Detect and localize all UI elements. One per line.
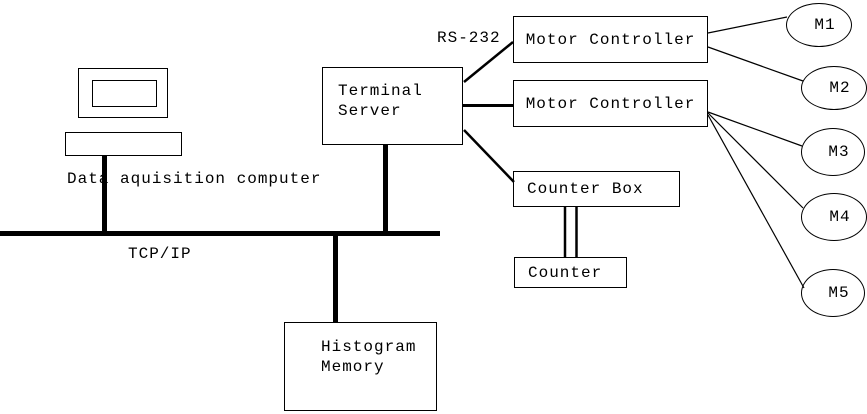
histogram-memory-label-line2: Memory — [321, 358, 385, 376]
counter-box-label: Counter Box — [527, 180, 644, 198]
computer-label: Data aquisition computer — [67, 170, 322, 188]
motor-controller-2-label: Motor Controller — [525, 94, 696, 113]
connector-mc1-to-m2 — [707, 46, 804, 82]
motor-m3-node: M3 — [801, 128, 865, 176]
terminal-server-label-line1: Terminal — [338, 82, 423, 100]
motor-controller-2-box: Motor Controller — [513, 80, 708, 127]
connector-mc2-to-m3 — [707, 111, 803, 147]
motor-m1-label: M1 — [814, 16, 836, 34]
counter-node: Counter — [514, 257, 627, 288]
histogram-memory-box: Histogram Memory — [284, 322, 437, 411]
counter-box-node: Counter Box — [513, 171, 680, 207]
counter-label: Counter — [528, 263, 603, 282]
computer-screen-icon — [92, 80, 157, 107]
histogram-memory-label-line1: Histogram — [321, 338, 417, 356]
motor-m2-label: M2 — [829, 79, 851, 97]
connector-mc2-to-m5 — [707, 114, 805, 289]
motor-m2-node: M2 — [801, 66, 867, 110]
connector-mc2-to-m4 — [707, 112, 804, 209]
connector-terminal-server-to-motor-controller-1 — [463, 41, 514, 83]
terminal-server-box: Terminal Server — [322, 67, 463, 145]
motor-m5-node: M5 — [801, 269, 865, 317]
rs232-label: RS-232 — [437, 29, 501, 47]
connector-mc1-to-m1 — [707, 16, 788, 34]
motor-m5-label: M5 — [828, 284, 850, 302]
terminal-server-label-line2: Server — [338, 102, 402, 120]
connector-terminal-server-to-counter-box — [463, 129, 515, 183]
motor-m4-node: M4 — [801, 193, 867, 241]
motor-m3-label: M3 — [828, 143, 850, 161]
motor-controller-1-label: Motor Controller — [525, 30, 696, 49]
computer-keyboard-icon — [65, 132, 182, 156]
motor-controller-1-box: Motor Controller — [513, 16, 708, 63]
tcpip-label: TCP/IP — [128, 245, 192, 263]
motor-m1-node: M1 — [786, 3, 852, 47]
motor-m4-label: M4 — [829, 208, 851, 226]
